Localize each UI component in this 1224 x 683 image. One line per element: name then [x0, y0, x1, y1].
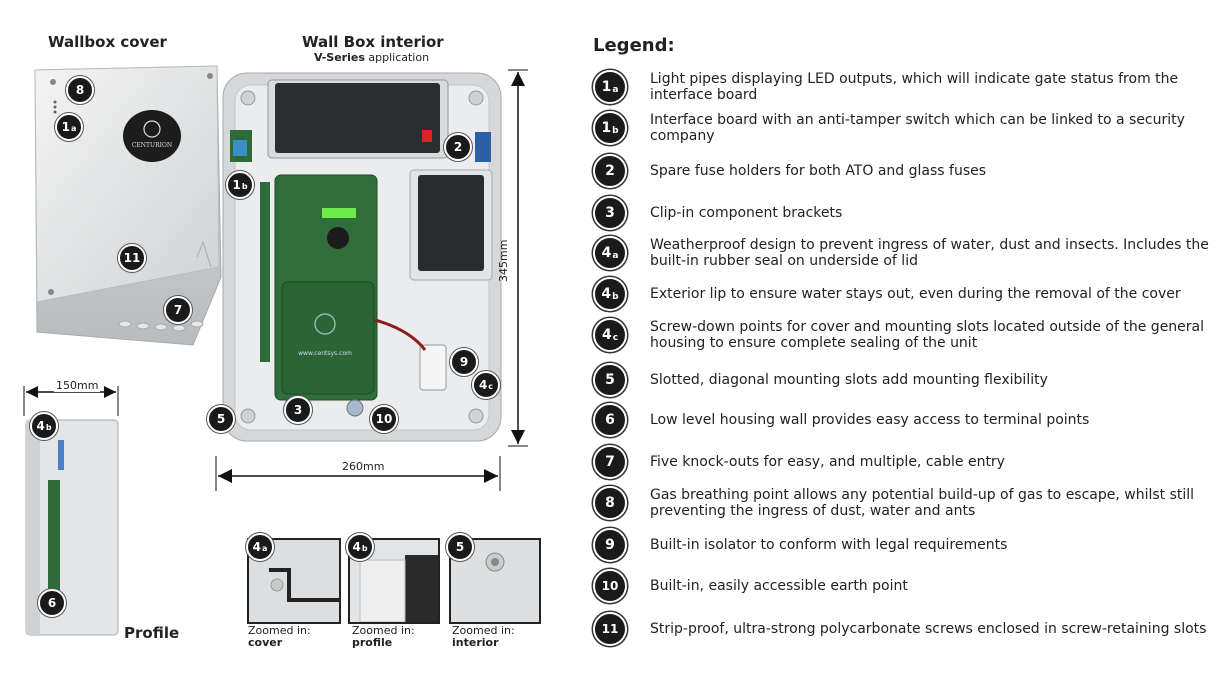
- zoom-badge-5: 5: [446, 533, 474, 561]
- legend-text: Low level housing wall provides easy acc…: [650, 412, 1090, 428]
- interior-subheading: V-Series application: [314, 51, 430, 64]
- legend-text: Screw-down points for cover and mounting…: [650, 319, 1205, 351]
- legend-item-11: 11 Strip-proof, ultra-strong polycarbona…: [593, 612, 1213, 646]
- legend-text: Slotted, diagonal mounting slots add mou…: [650, 372, 1048, 388]
- legend-title: Legend:: [593, 35, 675, 56]
- legend-text: Built-in isolator to conform with legal …: [650, 537, 1008, 553]
- zoom-cover-illustration: [269, 568, 339, 602]
- zoom-interior-illustration: [485, 552, 505, 572]
- legend-text: Clip-in component brackets: [650, 205, 843, 221]
- legend-text: Gas breathing point allows any potential…: [650, 487, 1195, 519]
- legend-item-9: 9 Built-in isolator to conform with lega…: [593, 528, 1213, 562]
- badge-9: 9: [450, 348, 478, 376]
- legend-item-3: 3 Clip-in component brackets: [593, 196, 1213, 230]
- legend-badge: 10: [593, 569, 627, 603]
- cover-heading: Wallbox cover: [48, 33, 167, 51]
- legend-item-8: 8 Gas breathing point allows any potenti…: [593, 486, 1213, 520]
- zoom-inset-profile: [348, 538, 440, 624]
- zoom-caption-cover: Zoomed in:cover: [248, 624, 311, 649]
- badge-7: 7: [164, 296, 192, 324]
- legend-text: Interface board with an anti-tamper swit…: [650, 112, 1185, 144]
- legend-badge: 11: [593, 612, 627, 646]
- zoom-caption-profile: Zoomed in:profile: [352, 624, 415, 649]
- badge-3: 3: [284, 396, 312, 424]
- legend-badge: 8: [593, 486, 627, 520]
- interior-heading: Wall Box interior: [302, 33, 444, 51]
- badge-8: 8: [66, 76, 94, 104]
- profile-width-label: 150mm: [54, 379, 101, 392]
- legend-item-6: 6 Low level housing wall provides easy a…: [593, 403, 1213, 437]
- zoom-caption-interior: Zoomed in:interior: [452, 624, 515, 649]
- legend-text: Strip-proof, ultra-strong polycarbonate …: [650, 621, 1207, 637]
- badge-11: 11: [118, 244, 146, 272]
- legend-item-2: 2 Spare fuse holders for both ATO and gl…: [593, 154, 1213, 188]
- legend-text: Light pipes displaying LED outputs, whic…: [650, 71, 1179, 103]
- badge-6: 6: [38, 589, 66, 617]
- legend-badge: 9: [593, 528, 627, 562]
- height-dimension-label: 345mm: [497, 239, 510, 282]
- badge-5: 5: [207, 405, 235, 433]
- badge-2: 2: [444, 133, 472, 161]
- cover-logo-text: CENTURION: [132, 142, 172, 149]
- profile-label: Profile: [124, 624, 180, 642]
- legend-text: Weatherproof design to prevent ingress o…: [650, 237, 1209, 269]
- wallbox-interior-illustration: www.centsys.com: [222, 72, 502, 442]
- wallbox-cover-illustration: CENTURION: [34, 65, 222, 346]
- legend-badge: 7: [593, 445, 627, 479]
- legend-badge: 3: [593, 196, 627, 230]
- badge-10: 10: [370, 405, 398, 433]
- legend-text: Spare fuse holders for both ATO and glas…: [650, 163, 987, 179]
- legend-item-5: 5 Slotted, diagonal mounting slots add m…: [593, 363, 1213, 397]
- width-dimension-label: 260mm: [339, 460, 388, 473]
- legend-text: Built-in, easily accessible earth point: [650, 578, 908, 594]
- legend-badge: 6: [593, 403, 627, 437]
- legend-item-10: 10 Built-in, easily accessible earth poi…: [593, 569, 1213, 603]
- zoom-inset-cover: [247, 538, 341, 624]
- legend-text: Exterior lip to ensure water stays out, …: [650, 286, 1181, 302]
- zoom-profile-illustration: [359, 555, 438, 623]
- legend-item-7: 7 Five knock-outs for easy, and multiple…: [593, 445, 1213, 479]
- legend-badge: 2: [593, 154, 627, 188]
- dimension-lines: [215, 69, 528, 491]
- legend-text: Five knock-outs for easy, and multiple, …: [650, 454, 1005, 470]
- profile-dimension-and-illustration: [23, 386, 119, 636]
- controller-url-text: www.centsys.com: [298, 350, 352, 357]
- legend-badge: 5: [593, 363, 627, 397]
